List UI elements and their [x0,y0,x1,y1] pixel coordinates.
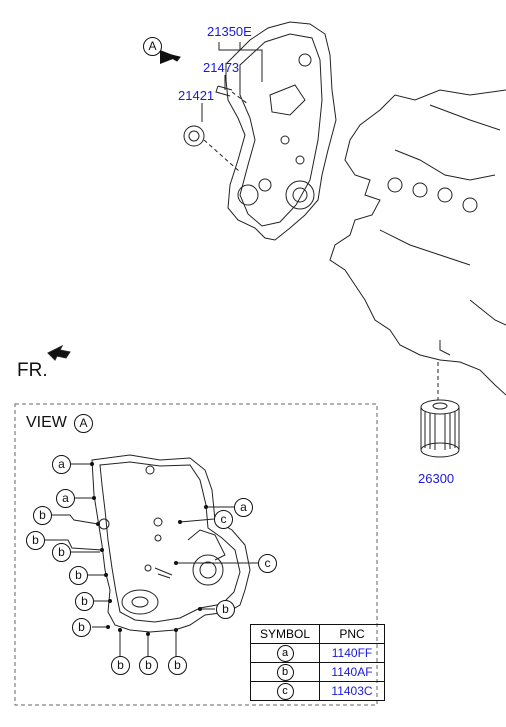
bolt-symbol: c [214,510,233,529]
table-row: a 1140FF [250,643,385,663]
bolt-21473 [215,85,233,97]
timing-cover-outline [225,21,337,241]
pnc-link[interactable]: 1140FF [319,643,385,663]
oil-filter-26300 [420,399,460,458]
callout-filter-part[interactable]: 26300 [418,471,455,486]
pnc-link[interactable]: 1140AF [319,662,385,682]
pnc-link[interactable]: 11403C [319,681,385,701]
table-row: c 11403C [250,681,385,701]
bolt-symbol: b [168,656,187,675]
bolt-symbol: b [72,618,91,637]
callout-seal-part[interactable]: 21421 [178,88,215,103]
view-letter-marker: A [74,414,93,433]
leader-b1 [50,514,99,525]
header-pnc: PNC [319,624,385,644]
bolt-symbol: b [52,543,71,562]
symbol-circle: c [276,682,294,700]
table-row: b 1140AF [250,662,385,682]
fr-arrow [47,344,71,361]
symbol-circle: b [276,663,294,681]
engine-block-outline [329,89,506,396]
callout-cover-part[interactable]: 21350E [207,24,252,39]
bolt-symbol: a [56,489,75,508]
bolt-symbol: b [69,566,88,585]
callout-bolt-part[interactable]: 21473 [203,60,240,75]
bolt-symbol: b [139,656,158,675]
header-symbol: SYMBOL [250,624,320,644]
seal-21421 [183,125,205,147]
bolt-symbol: b [33,506,52,525]
bolt-symbol: b [216,600,235,619]
bolt-symbol: a [234,498,253,517]
leader-b2 [44,539,103,551]
bolt-symbol: a [52,455,71,474]
bolt-symbol: b [111,656,130,675]
view-box [14,403,378,706]
symbol-pnc-table: SYMBOL PNC a 1140FF b 1140AF c 11403C [250,624,385,701]
bolt-symbol: b [26,531,45,550]
bolt-symbol: b [75,592,94,611]
view-reference-marker: A [143,37,162,56]
front-label: FR. [17,360,48,381]
bolt-symbol: c [258,554,277,573]
symbol-circle: a [276,644,294,662]
table-header-row: SYMBOL PNC [250,624,385,644]
view-title: VIEW [26,414,67,431]
